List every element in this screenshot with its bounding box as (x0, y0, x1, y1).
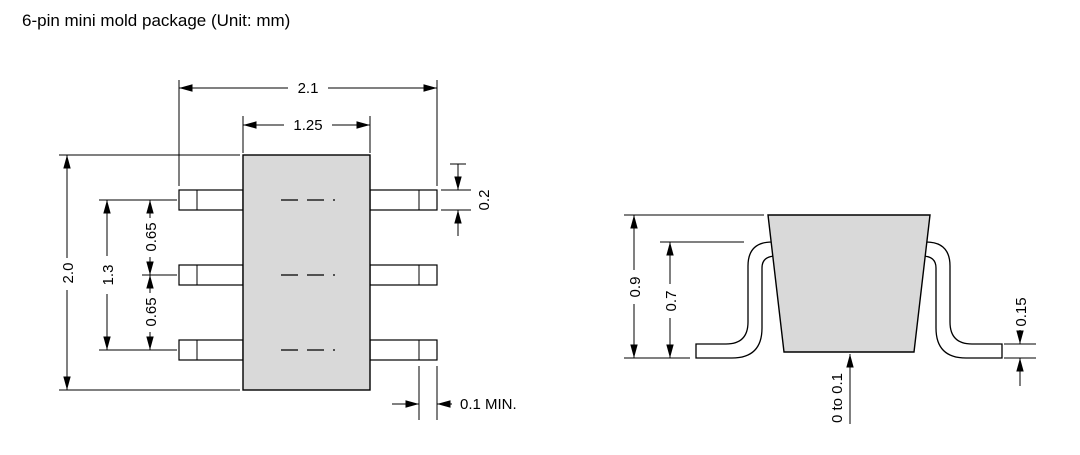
dim-overall-height: 0.9 (624, 214, 764, 359)
pin-right-2 (369, 264, 438, 286)
dim-pin-pitch-lower-label: 0.65 (143, 297, 160, 326)
dim-lead-thickness: 0.15 (1004, 297, 1036, 386)
dim-pin-pitch-upper-label: 0.65 (143, 222, 160, 251)
side-view-diagram: 0.9 0.7 0.15 0 to 0.1 (624, 214, 1036, 424)
dim-lead-exit-height-label: 0.7 (663, 291, 680, 312)
dim-body-width-label: 1.25 (293, 117, 322, 134)
dim-overall-width: 2.1 (178, 80, 438, 186)
dim-overall-width-label: 2.1 (298, 80, 319, 97)
dim-standoff: 0 to 0.1 (829, 354, 854, 424)
package-body-side-view (767, 214, 931, 353)
dim-lead-thickness-label: 0.15 (1013, 297, 1030, 326)
package-body-top-view (242, 154, 371, 391)
pin-centerlines (281, 199, 335, 351)
pin-left-1 (178, 189, 244, 211)
dim-lead-exit-height: 0.7 (660, 241, 744, 358)
dim-pin-width: 0.2 (441, 163, 493, 236)
pin-left-3 (178, 339, 244, 361)
pin-right-3 (369, 339, 438, 361)
dim-pin-pitch-upper: 0.65 (143, 200, 160, 275)
dim-body-width: 1.25 (242, 116, 371, 153)
dim-standoff-label: 0 to 0.1 (829, 373, 846, 423)
dim-pin-tip-min-label: 0.1 MIN. (460, 396, 517, 413)
dim-pin-span-label: 1.3 (100, 265, 117, 286)
dim-pin-tip-min: 0.1 MIN. (392, 366, 517, 420)
dim-pin-width-label: 0.2 (476, 190, 493, 211)
pin-right-1 (369, 189, 438, 211)
pin-left-2 (178, 264, 244, 286)
dim-overall-length-label: 2.0 (60, 263, 77, 284)
dim-pin-pitch-lower: 0.65 (143, 275, 160, 350)
top-view-diagram: 2.1 1.25 2.0 1.3 (59, 80, 517, 420)
dim-overall-height-label: 0.9 (627, 277, 644, 298)
dim-pin-span: 1.3 (99, 199, 177, 351)
drawing-title: 6-pin mini mold package (Unit: mm) (22, 11, 290, 30)
dim-overall-length: 2.0 (59, 154, 240, 391)
